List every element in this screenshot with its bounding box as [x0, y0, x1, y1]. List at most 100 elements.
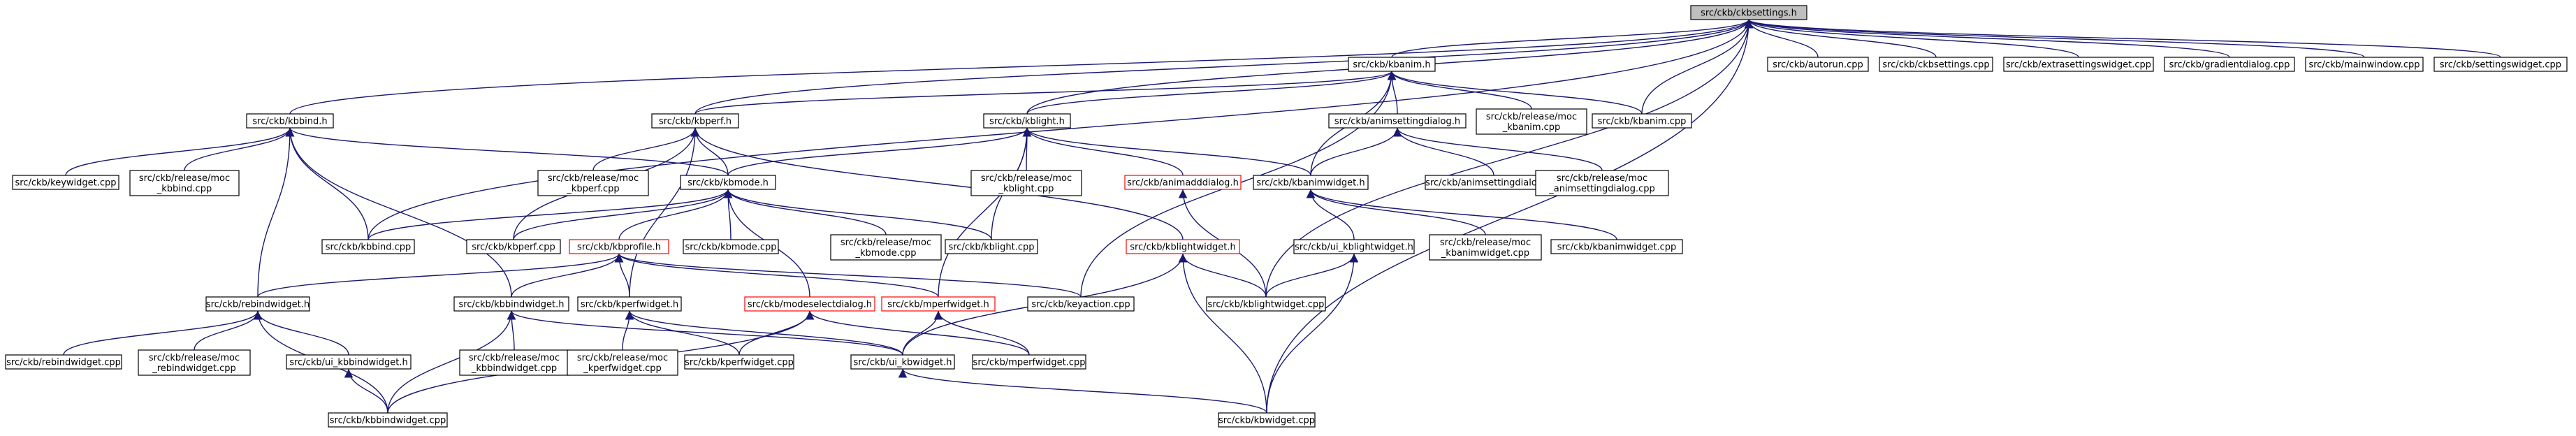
node-box	[5, 354, 122, 370]
edge-n0-n13	[1641, 19, 1754, 115]
node-label: src/ckb/release/moc	[548, 173, 639, 184]
edge-n32-n37	[614, 253, 939, 298]
graph-node-n25[interactable]: src/ckb/kbmode.cpp	[683, 239, 779, 254]
graph-node-n11[interactable]: src/ckb/animsettingdialog.h	[1328, 113, 1467, 129]
graph-node-n28[interactable]: src/ckb/kblightwidget.h	[1126, 239, 1240, 254]
node-label: src/ckb/release/moc	[469, 353, 560, 363]
graph-node-n29[interactable]: src/ckb/ui_kblightwidget.h	[1293, 239, 1415, 254]
node-label: _kperfwidget.cpp	[583, 363, 662, 374]
graph-node-n39[interactable]: src/ckb/kblightwidget.cpp	[1206, 296, 1326, 312]
graph-node-n2[interactable]: src/ckb/kbperf.h	[651, 113, 739, 129]
node-label: src/ckb/kbbind.h	[252, 117, 327, 127]
graph-node-n13[interactable]: src/ckb/kbanim.cpp	[1592, 113, 1692, 129]
node-box	[2305, 57, 2424, 72]
node-box	[983, 113, 1071, 129]
graph-node-n19[interactable]: src/ckb/animadddialog.h	[1124, 175, 1242, 190]
graph-node-n6[interactable]: src/ckb/ckbsettings.cpp	[1879, 57, 1993, 72]
graph-node-n1[interactable]: src/ckb/kbbind.h	[246, 113, 334, 129]
graph-node-n38[interactable]: src/ckb/keyaction.cpp	[1027, 296, 1135, 312]
graph-node-n16[interactable]: src/ckb/release/moc_kbperf.cpp	[537, 170, 649, 196]
edge-n20-n31	[1306, 189, 1617, 240]
node-label: src/ckb/autorun.cpp	[1773, 60, 1863, 71]
graph-node-n40[interactable]: src/ckb/rebindwidget.cpp	[5, 354, 122, 370]
node-box	[2003, 57, 2154, 72]
node-label: src/ckb/mperfwidget.h	[887, 300, 989, 310]
graph-node-n21[interactable]: src/ckb/animsettingdialog.cpp	[1425, 175, 1563, 190]
edge-n1-n15	[184, 127, 295, 171]
node-label: _kbmode.cpp	[855, 248, 917, 259]
graph-node-n26[interactable]: src/ckb/release/moc_kbmode.cpp	[830, 234, 942, 261]
graph-node-n24[interactable]: src/ckb/kbperf.cpp	[466, 239, 561, 254]
edge-n28-n39	[1178, 253, 1267, 298]
node-box	[1218, 412, 1316, 428]
edge-n4-n2	[694, 71, 1396, 115]
graph-node-n35[interactable]: src/ckb/kperfwidget.h	[577, 296, 682, 312]
graph-node-n27[interactable]: src/ckb/kblight.cpp	[945, 239, 1038, 254]
graph-node-n48[interactable]: src/ckb/kbbindwidget.cpp	[328, 412, 448, 428]
edge-n37-n46	[902, 310, 943, 356]
graph-node-n45[interactable]: src/ckb/kperfwidget.cpp	[684, 354, 794, 370]
node-label: src/ckb/release/moc	[981, 173, 1072, 184]
graph-node-n49[interactable]: src/ckb/kbwidget.cpp	[1218, 412, 1316, 428]
graph-node-n22[interactable]: src/ckb/release/moc_animsettingdialog.cp…	[1535, 170, 1669, 196]
node-label: _rebindwidget.cpp	[152, 363, 236, 374]
graph-node-n20[interactable]: src/ckb/kbanimwidget.h	[1253, 175, 1369, 190]
graph-node-n3[interactable]: src/ckb/kblight.h	[983, 113, 1071, 129]
graph-node-n43[interactable]: src/ckb/release/moc_kbbindwidget.cpp	[459, 349, 569, 376]
graph-node-n23[interactable]: src/ckb/kbbind.cpp	[321, 239, 415, 254]
node-box	[1126, 239, 1240, 254]
edge-n36-n45	[738, 310, 815, 356]
node-box	[2433, 57, 2568, 72]
graph-node-n37[interactable]: src/ckb/mperfwidget.h	[881, 296, 996, 312]
graph-node-n31[interactable]: src/ckb/kbanimwidget.cpp	[1550, 239, 1683, 254]
graph-node-n44[interactable]: src/ckb/release/moc_kperfwidget.cpp	[567, 349, 678, 376]
node-label: src/ckb/animsettingdialog.h	[1334, 117, 1460, 127]
graph-node-n5[interactable]: src/ckb/autorun.cpp	[1767, 57, 1869, 72]
node-box	[683, 239, 779, 254]
graph-node-n34[interactable]: src/ckb/kbbindwidget.h	[453, 296, 569, 312]
edge-n36-n47	[805, 310, 1030, 356]
node-box	[1592, 113, 1692, 129]
graph-node-n41[interactable]: src/ckb/release/moc_rebindwidget.cpp	[138, 349, 251, 376]
graph-node-n15[interactable]: src/ckb/release/moc_kbbind.cpp	[129, 170, 240, 196]
node-label: _kbanim.cpp	[1502, 122, 1561, 133]
node-label: src/ckb/ckbsettings.h	[1701, 8, 1797, 19]
graph-node-n42[interactable]: src/ckb/ui_kbbindwidget.h	[286, 354, 412, 370]
node-box	[577, 296, 682, 312]
graph-node-n7[interactable]: src/ckb/extrasettingswidget.cpp	[2003, 57, 2154, 72]
node-box	[1253, 175, 1369, 190]
graph-node-n8[interactable]: src/ckb/gradientdialog.cpp	[2164, 57, 2295, 72]
edge-n0-n1	[289, 19, 1753, 115]
edge-n34-n48	[387, 310, 516, 414]
graph-node-n47[interactable]: src/ckb/mperfwidget.cpp	[972, 354, 1086, 370]
node-box	[1293, 239, 1415, 254]
edge-n32-n38	[614, 253, 1082, 298]
node-box	[1124, 175, 1242, 190]
graph-node-n32[interactable]: src/ckb/kbprofile.h	[569, 239, 669, 254]
node-box	[1690, 5, 1807, 20]
node-label: src/ckb/kbprofile.h	[577, 242, 661, 253]
graph-node-n0[interactable]: src/ckb/ckbsettings.h	[1690, 5, 1807, 20]
graph-node-n4[interactable]: src/ckb/kbanim.h	[1348, 57, 1436, 72]
node-label: src/ckb/animadddialog.h	[1127, 178, 1239, 189]
graph-node-n14[interactable]: src/ckb/keywidget.cpp	[12, 175, 119, 190]
graph-node-n12[interactable]: src/ckb/release/moc_kbanim.cpp	[1476, 108, 1587, 135]
edge-n33-n41	[194, 310, 263, 351]
graph-node-n9[interactable]: src/ckb/mainwindow.cpp	[2305, 57, 2424, 72]
node-label: src/ckb/kperfwidget.h	[581, 300, 678, 310]
edge-n17-n26	[723, 189, 887, 235]
graph-node-n10[interactable]: src/ckb/settingswidget.cpp	[2433, 57, 2568, 72]
graph-node-n30[interactable]: src/ckb/release/moc_kbanimwidget.cpp	[1429, 234, 1542, 261]
node-box	[680, 175, 776, 190]
graph-node-n17[interactable]: src/ckb/kbmode.h	[680, 175, 776, 190]
node-label: src/ckb/release/moc	[139, 173, 230, 184]
graph-node-n33[interactable]: src/ckb/rebindwidget.h	[205, 296, 310, 312]
node-label: src/ckb/release/moc	[1440, 238, 1531, 248]
node-box	[12, 175, 119, 190]
graph-node-n46[interactable]: src/ckb/ui_kbwidget.h	[850, 354, 955, 370]
node-box	[972, 354, 1086, 370]
node-label: src/ckb/ui_kbwidget.h	[853, 358, 952, 368]
graph-node-n36[interactable]: src/ckb/modeselectdialog.h	[744, 296, 875, 312]
graph-node-n18[interactable]: src/ckb/release/moc_kblight.cpp	[970, 170, 1082, 196]
node-label: src/ckb/gradientdialog.cpp	[2169, 60, 2290, 71]
